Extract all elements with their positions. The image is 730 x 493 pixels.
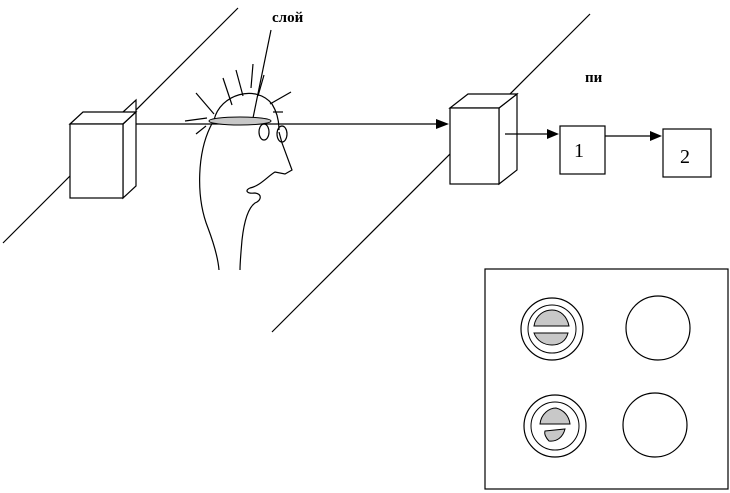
box-1	[559, 125, 606, 175]
arrow-to-box1-head	[547, 129, 559, 139]
box-1-label: 1	[574, 140, 584, 162]
box-2-label: 2	[680, 146, 690, 168]
right-box	[448, 92, 519, 186]
top-left-lower-shape	[533, 332, 569, 346]
head-figure	[184, 29, 293, 271]
bottom-left-upper-shape	[539, 407, 571, 425]
circle-bottom-right	[622, 392, 688, 458]
circle-bottom-left	[523, 394, 587, 458]
bottom-left-lower-shape	[544, 428, 566, 442]
layer-ellipse	[208, 116, 272, 126]
layer-label: слой	[272, 10, 304, 26]
right-plane-line	[271, 13, 591, 333]
top-left-upper-shape	[533, 309, 570, 327]
pi-label: пи	[585, 70, 603, 86]
arrow-to-box2-head	[650, 131, 662, 141]
circle-top-right	[625, 295, 691, 361]
box-2	[662, 128, 712, 178]
circle-top-left	[520, 297, 584, 361]
main-beam-arrowhead	[436, 119, 449, 129]
left-box	[68, 98, 138, 200]
result-panel	[484, 268, 729, 490]
